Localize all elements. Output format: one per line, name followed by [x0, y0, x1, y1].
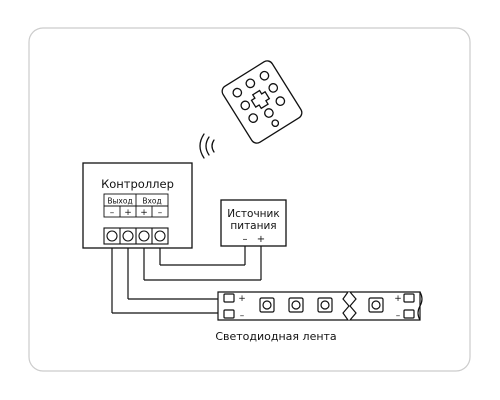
remote-control-icon [221, 60, 303, 144]
controller-terminal-sign: + [140, 208, 148, 218]
led-strip-caption: Светодиодная лента [215, 330, 336, 343]
power-supply-block: Источник питания – + [220, 199, 287, 247]
power-supply-label-line2: питания [230, 220, 276, 232]
controller-terminal-sign: – [158, 208, 163, 218]
led-chip [368, 297, 384, 313]
led-chip [259, 297, 275, 313]
led-strip-right-plus: + [394, 294, 402, 304]
led-strip [217, 291, 423, 321]
controller-screw-terminals [103, 227, 169, 245]
wires [111, 243, 262, 314]
led-strip-right-minus: – [396, 311, 401, 321]
controller-terminal-sign: + [124, 208, 132, 218]
outer-frame [28, 27, 471, 372]
power-supply-plus: + [257, 234, 265, 245]
controller-title: Контроллер [101, 177, 174, 191]
controller-terminal-sign: – [110, 208, 115, 218]
ir-signal-icon [199, 133, 215, 159]
controller-input-label: Вход [142, 197, 161, 206]
led-strip-left-plus: + [238, 294, 246, 304]
power-supply-label-line1: Источник [227, 208, 279, 220]
led-strip-left-minus: – [240, 311, 245, 321]
controller-block: Контроллер Выход Вход – + + – [82, 162, 193, 249]
led-chip [288, 297, 304, 313]
power-supply-minus: – [243, 234, 248, 245]
led-chip [317, 297, 333, 313]
controller-output-label: Выход [107, 197, 132, 206]
controller-terminal-labels [103, 193, 169, 218]
